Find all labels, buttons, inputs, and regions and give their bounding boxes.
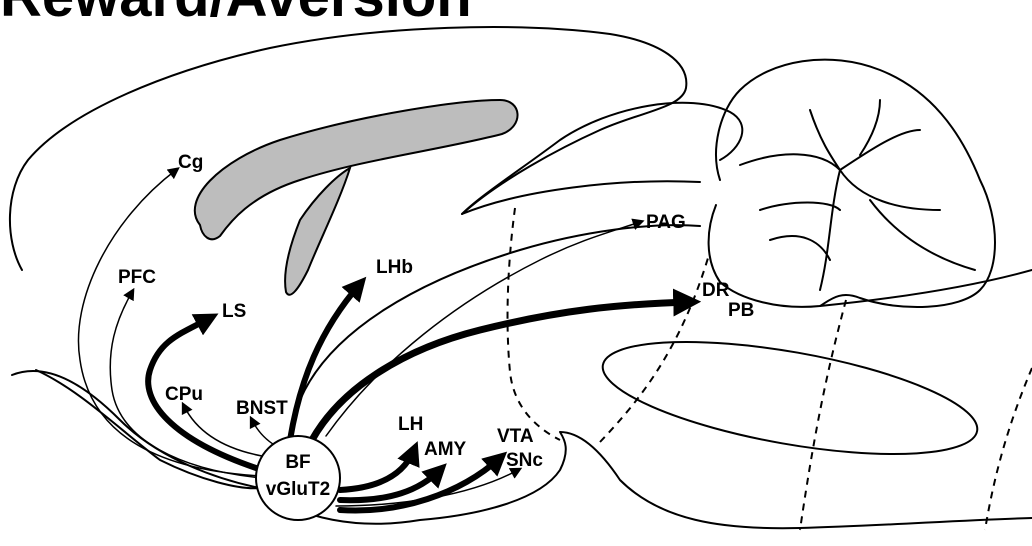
vglut2-label: vGluT2 bbox=[266, 479, 330, 500]
region-label-dr: DR bbox=[702, 280, 730, 301]
boundary-dashed-pons bbox=[600, 258, 708, 442]
diagram-title: Reward/Aversion bbox=[0, 0, 472, 29]
region-label-cpu: CPu bbox=[165, 384, 203, 405]
region-label-pag: PAG bbox=[646, 212, 686, 233]
bf-vglut2-node: BF vGluT2 bbox=[256, 436, 340, 520]
region-label-pb: PB bbox=[728, 300, 754, 321]
cerebellum-folia bbox=[740, 100, 975, 290]
thalamic-outline bbox=[300, 225, 700, 400]
region-label-amy: AMY bbox=[424, 439, 467, 460]
region-label-ls: LS bbox=[222, 301, 246, 322]
brainstem-outline bbox=[820, 270, 1032, 306]
boundary-dashed-medulla bbox=[985, 368, 1032, 530]
region-label-lhb: LHb bbox=[376, 257, 413, 278]
region-label-lh: LH bbox=[398, 414, 423, 435]
region-label-snc: SNc bbox=[506, 450, 543, 471]
lateral-ventricle bbox=[195, 100, 518, 239]
third-ventricle bbox=[285, 168, 350, 295]
boundary-dashed-cerebellum bbox=[800, 300, 846, 530]
projection-arrow-lh bbox=[340, 450, 414, 490]
bf-label: BF bbox=[285, 452, 310, 473]
bf-vglut2-circle bbox=[256, 436, 340, 520]
region-label-cg: Cg bbox=[178, 152, 203, 173]
pons-ellipse bbox=[595, 320, 985, 477]
region-label-vta: VTA bbox=[497, 426, 534, 447]
region-label-pfc: PFC bbox=[118, 267, 156, 288]
region-label-bnst: BNST bbox=[236, 398, 288, 419]
projection-arrow-bnst bbox=[252, 420, 276, 446]
projection-arrow-dr bbox=[312, 302, 690, 440]
